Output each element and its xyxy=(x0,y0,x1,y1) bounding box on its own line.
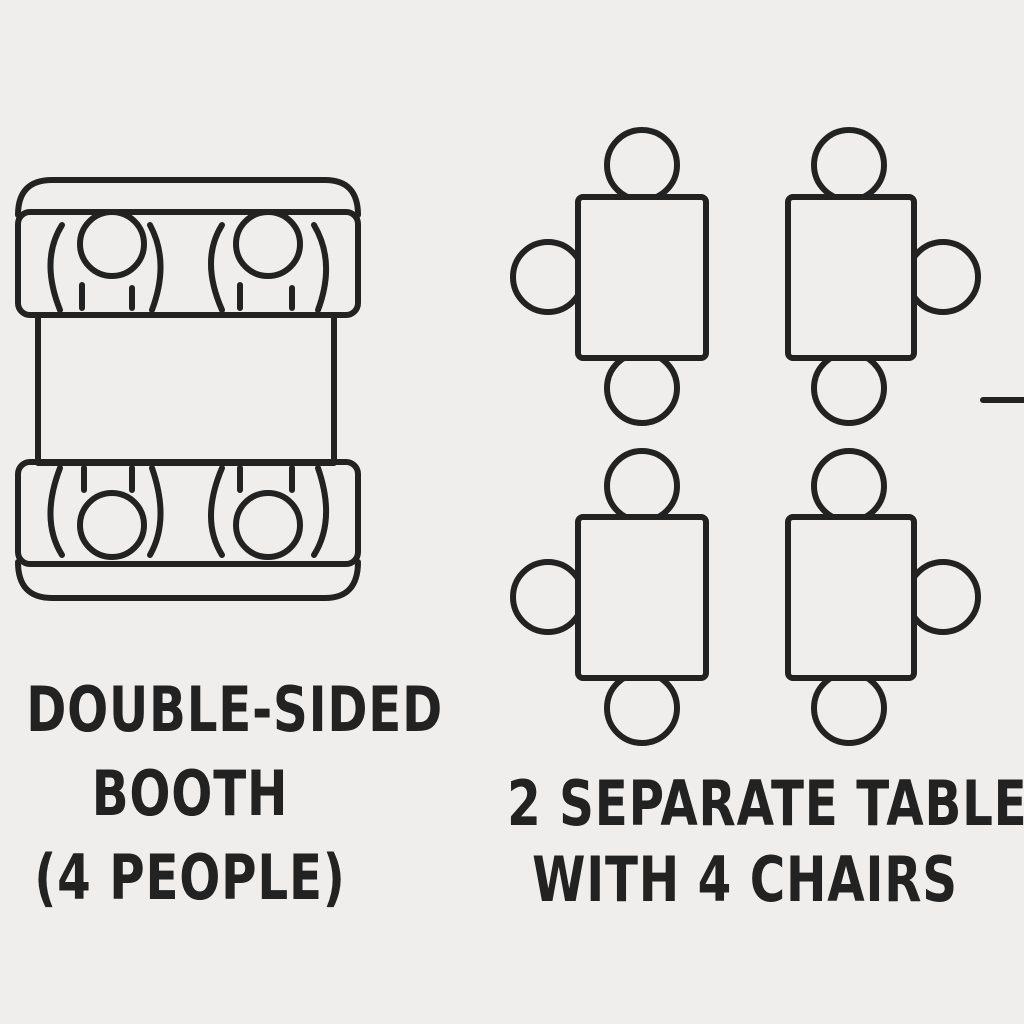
booth-table xyxy=(35,312,337,466)
booth-top-bench xyxy=(15,177,361,318)
booth-person-bottom-left xyxy=(47,465,164,560)
tables-label: 2 SEPARATE TABLES WITH 4 CHAIRS xyxy=(507,766,1024,918)
table-bottom-left xyxy=(510,448,709,746)
booth-label-line-3: (4 PEOPLE) xyxy=(34,841,346,914)
booth-person-bottom-right xyxy=(208,465,329,560)
tables-label-line-1: 2 SEPARATE TABLES xyxy=(507,767,1024,840)
booth-person-top-right xyxy=(208,209,329,313)
tables-label-line-2: WITH 4 CHAIRS xyxy=(532,843,958,916)
booth-label-line-1: DOUBLE-SIDED xyxy=(26,673,444,746)
booth-label: DOUBLE-SIDED BOOTH (4 PEOPLE) xyxy=(26,668,444,920)
booth-bottom-bench xyxy=(15,459,361,601)
booth-person-top-left xyxy=(47,209,164,313)
table-bottom-right xyxy=(785,448,981,746)
booth-label-line-2: BOOTH xyxy=(91,757,289,830)
table-top-right xyxy=(785,127,981,426)
table-top-left xyxy=(510,127,709,426)
